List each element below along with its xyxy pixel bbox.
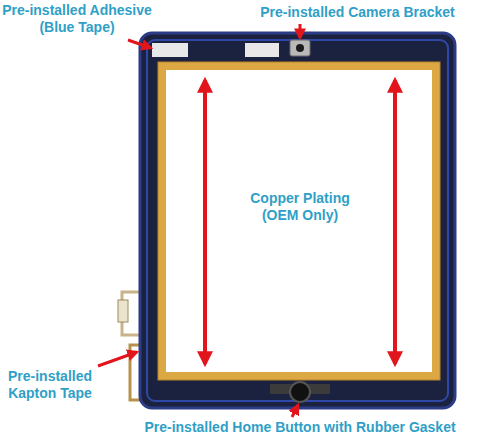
callout-label: Pre-installed Adhesive (Blue Tape) (2, 2, 152, 36)
double-arrow (393, 80, 397, 364)
double-arrow (203, 80, 207, 364)
leader-arrow (98, 352, 137, 366)
callout-label: Copper Plating (OEM Only) (235, 190, 365, 224)
blue-tape (147, 40, 448, 401)
leader-arrow (128, 40, 151, 48)
sticker (245, 43, 279, 57)
leader-arrow (299, 24, 302, 38)
sticker (152, 43, 188, 57)
callout-label: Pre-installed Home Button with Rubber Ga… (135, 419, 465, 436)
leader-arrow (292, 405, 298, 417)
camera-hole (296, 44, 304, 52)
copper-plating (158, 62, 440, 380)
camera-bracket (290, 40, 310, 56)
callout-label: Pre-installed Camera Bracket (255, 4, 460, 21)
digitizer-glass (140, 33, 455, 408)
flex-connector (118, 300, 128, 322)
home-button (290, 382, 310, 402)
callout-label: Pre-installed Kapton Tape (2, 368, 98, 402)
display-area (166, 70, 432, 372)
